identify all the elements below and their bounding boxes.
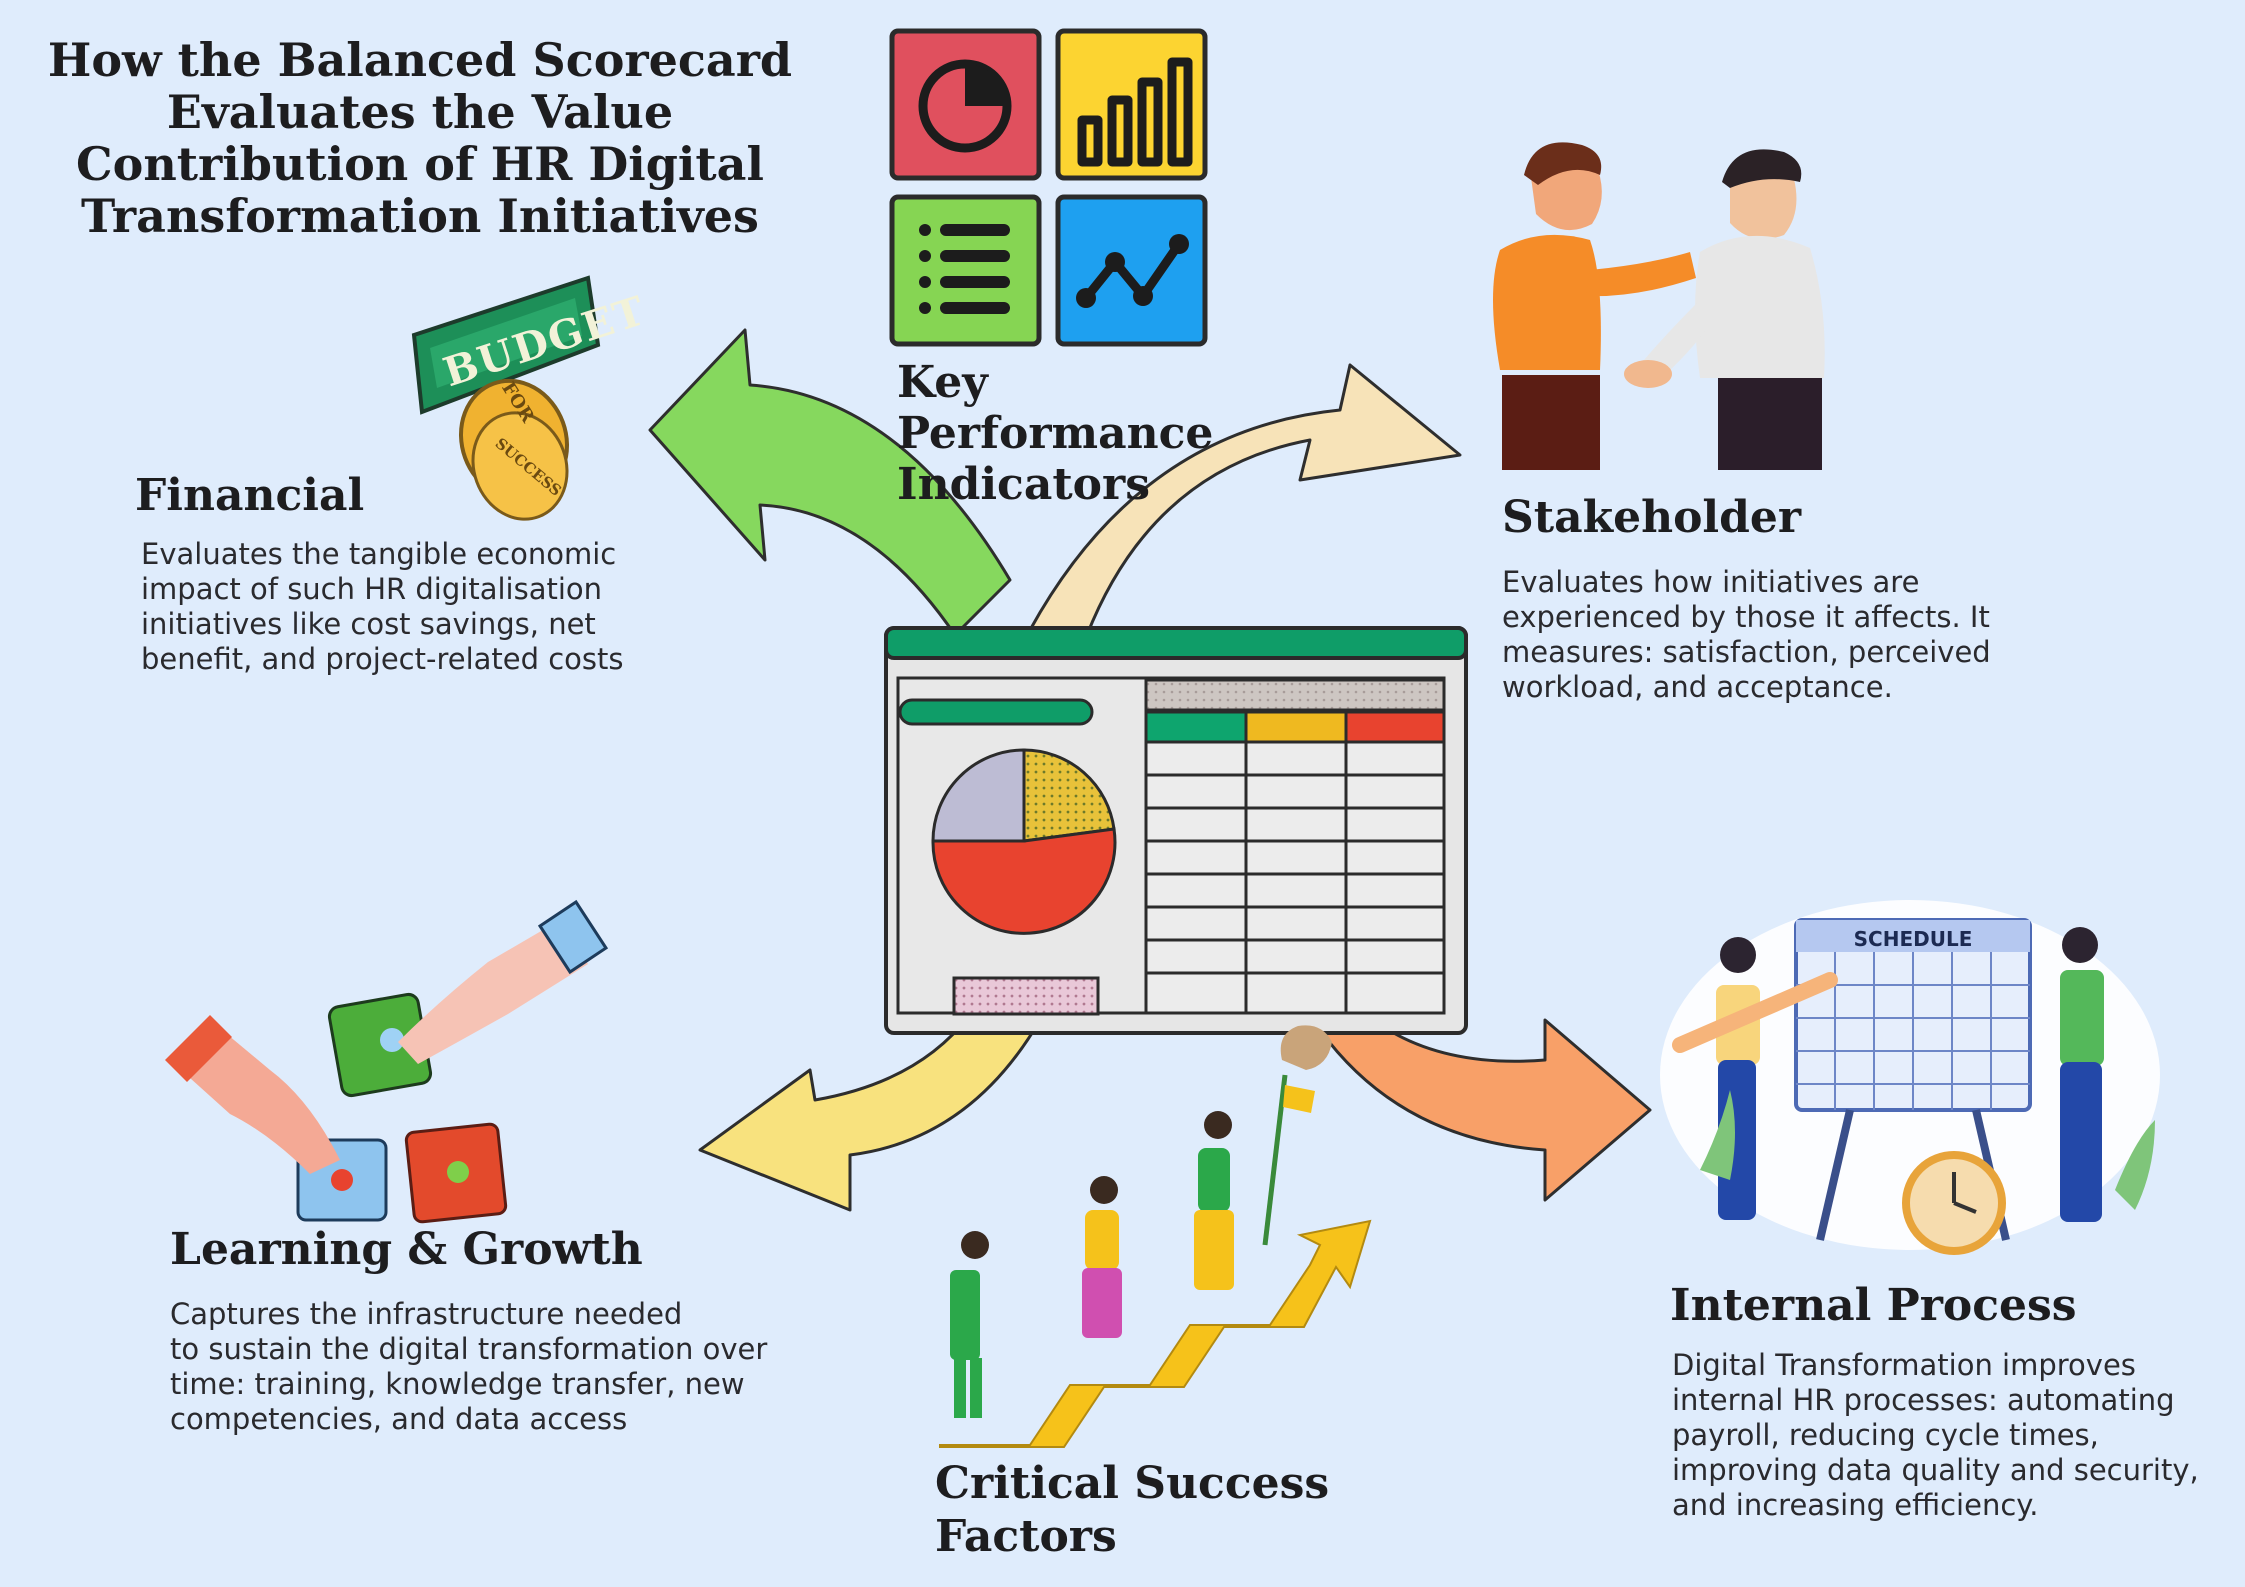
learning-description: Captures the infrastructure needed to su… bbox=[170, 1297, 767, 1437]
team-climbing-illustration bbox=[939, 1025, 1372, 1448]
stakeholder-desc-line: experienced by those it affects. It bbox=[1502, 600, 1990, 634]
page-title: How the Balanced Scorecard Evaluates the… bbox=[40, 34, 800, 242]
internal-desc-line: improving data quality and security, bbox=[1672, 1453, 2199, 1487]
internal-heading: Internal Process bbox=[1670, 1280, 2077, 1331]
list-icon bbox=[889, 194, 1042, 347]
internal-desc-line: Digital Transformation improves bbox=[1672, 1348, 2136, 1382]
kpi-heading-line: Performance bbox=[897, 408, 1214, 459]
bar-chart-icon bbox=[1055, 28, 1208, 181]
learning-heading: Learning & Growth bbox=[170, 1224, 643, 1275]
stakeholder-desc-line: measures: satisfaction, perceived bbox=[1502, 635, 1991, 669]
kpi-heading: Key Performance Indicators bbox=[897, 357, 1213, 510]
arrow-stakeholder bbox=[1028, 363, 1462, 642]
title-line: Evaluates the Value bbox=[166, 85, 674, 139]
csf-heading: Critical Success Factors bbox=[935, 1457, 1329, 1563]
learning-desc-line: time: training, knowledge transfer, new bbox=[170, 1367, 745, 1401]
puzzle-hands-illustration bbox=[165, 899, 609, 1224]
learning-desc-line: to sustain the digital transformation ov… bbox=[170, 1332, 768, 1366]
handshake-illustration bbox=[1493, 142, 1825, 470]
internal-desc-line: and increasing efficiency. bbox=[1672, 1488, 2039, 1522]
title-line: Contribution of HR Digital bbox=[76, 137, 764, 191]
arrow-learning bbox=[698, 998, 1042, 1212]
internal-desc-line: internal HR processes: automating bbox=[1672, 1383, 2175, 1417]
financial-description: Evaluates the tangible economic impact o… bbox=[141, 537, 624, 677]
internal-desc-line: payroll, reducing cycle times, bbox=[1672, 1418, 2099, 1452]
arrow-financial bbox=[648, 328, 1012, 637]
financial-heading: Financial bbox=[135, 470, 365, 521]
schedule-board-illustration bbox=[1660, 900, 2160, 1255]
pie-chart-icon bbox=[889, 28, 1042, 181]
internal-description: Digital Transformation improves internal… bbox=[1672, 1348, 2199, 1523]
arrow-internal bbox=[1318, 998, 1652, 1202]
stakeholder-description: Evaluates how initiatives are experience… bbox=[1502, 565, 1991, 705]
financial-desc-line: impact of such HR digitalisation bbox=[141, 572, 603, 606]
financial-desc-line: benefit, and project-related costs bbox=[141, 642, 624, 676]
financial-desc-line: initiatives like cost savings, net bbox=[141, 607, 596, 641]
title-line: How the Balanced Scorecard bbox=[47, 33, 793, 87]
learning-desc-line: competencies, and data access bbox=[170, 1402, 628, 1436]
stakeholder-desc-line: workload, and acceptance. bbox=[1502, 670, 1893, 704]
kpi-heading-line: Indicators bbox=[897, 459, 1150, 510]
title-line: Transformation Initiatives bbox=[81, 189, 759, 243]
stakeholder-heading: Stakeholder bbox=[1502, 492, 1802, 543]
kpi-heading-line: Key bbox=[897, 357, 988, 408]
csf-heading-line: Critical Success bbox=[935, 1458, 1330, 1509]
line-graph-icon bbox=[1055, 194, 1208, 347]
financial-desc-line: Evaluates the tangible economic bbox=[141, 537, 617, 571]
stakeholder-desc-line: Evaluates how initiatives are bbox=[1502, 565, 1920, 599]
schedule-label: SCHEDULE bbox=[1853, 927, 1973, 951]
csf-heading-line: Factors bbox=[935, 1511, 1117, 1562]
learning-desc-line: Captures the infrastructure needed bbox=[170, 1297, 683, 1331]
spreadsheet-icon bbox=[884, 626, 1468, 1035]
budget-badge-icon bbox=[411, 275, 601, 521]
